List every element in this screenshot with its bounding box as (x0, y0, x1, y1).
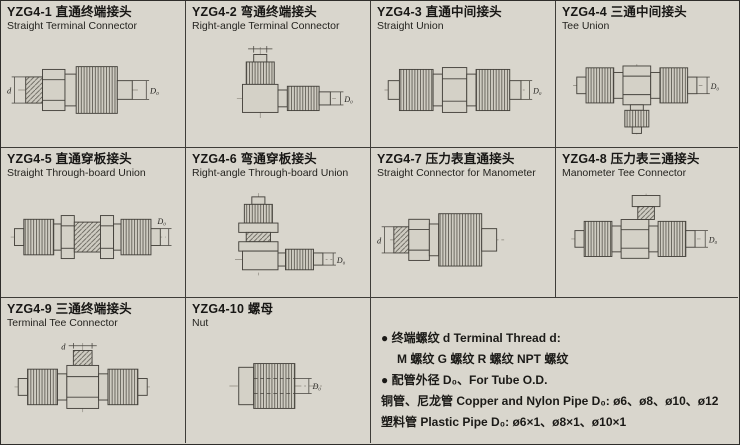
title-cn: 直通穿板接头 (55, 152, 132, 166)
note-line-copper-nylon: 铜管、尼龙管 Copper and Nylon Pipe D₀: ø6、ø8、ø… (381, 394, 719, 408)
cell-yzg4-6: YZG4-6 弯通穿板接头 Right-angle Through-board … (186, 148, 371, 298)
title-en: Tee Union (562, 20, 610, 33)
fitting-drawing: d (14, 343, 153, 413)
model-code: YZG4-7 (377, 152, 422, 166)
cell-yzg4-5: YZG4-5 直通穿板接头 Straight Through-board Uni… (1, 148, 186, 298)
dim-label-do: D₀ (149, 86, 159, 95)
note-line-thread-types: M 螺纹 G 螺纹 R 螺纹 NPT 螺纹 (397, 352, 569, 366)
dim-label-do: D₀ (710, 82, 720, 91)
model-code: YZG4-4 (562, 5, 607, 19)
title-cn: 三通中间接头 (610, 5, 687, 19)
dim-label-do: D₀ (343, 95, 353, 104)
fitting-drawing: D₀ (229, 363, 323, 410)
notes-panel: ● 终端螺纹 d Terminal Thread d: M 螺纹 G 螺纹 R … (371, 298, 738, 443)
cell-title: YZG4-4 三通中间接头 Tee Union (562, 5, 732, 32)
dim-label-d: d (7, 86, 12, 95)
title-en: Straight Connector for Manometer (377, 167, 536, 180)
drawing-right-angle-terminal-connector: D₀ (192, 32, 364, 147)
model-code: YZG4-1 (7, 5, 52, 19)
title-en: Straight Terminal Connector (7, 20, 137, 33)
fitting-drawing: D₀ (10, 215, 172, 260)
drawing-straight-union: D₀ (377, 32, 549, 147)
dim-label-do: D₀ (157, 217, 167, 226)
title-en: Right-angle Terminal Connector (192, 20, 340, 33)
title-en: Right-angle Through-board Union (192, 167, 349, 180)
cell-title: YZG4-5 直通穿板接头 Straight Through-board Uni… (7, 152, 179, 179)
cell-yzg4-2: YZG4-2 弯通终端接头 Right-angle Terminal Conne… (186, 1, 371, 148)
title-cn: 三通终端接头 (55, 302, 132, 316)
drawing-manometer-tee-connector: D₀ (562, 179, 732, 297)
model-code: YZG4-10 (192, 302, 245, 316)
drawing-straight-through-board-union: D₀ (7, 179, 179, 297)
fitting-drawing: D₀ (573, 63, 720, 135)
model-code: YZG4-9 (7, 302, 52, 316)
title-cn: 压力表三通接头 (610, 152, 700, 166)
title-en: Terminal Tee Connector (7, 317, 118, 330)
cell-title: YZG4-9 三通终端接头 Terminal Tee Connector (7, 302, 179, 329)
dim-label-do: D₀ (312, 382, 322, 391)
fitting-drawing: D₀ (235, 193, 346, 276)
dim-label-do: D₀ (708, 236, 718, 245)
fitting-drawing: D₀ (571, 193, 718, 260)
cell-yzg4-1: YZG4-1 直通终端接头 Straight Terminal Connecto… (1, 1, 186, 148)
fitting-drawing: d (377, 213, 505, 267)
fitting-drawing: D₀ (236, 45, 353, 118)
cell-yzg4-4: YZG4-4 三通中间接头 Tee Union (556, 1, 738, 148)
dim-label-do: D₀ (532, 86, 542, 95)
title-cn: 直通中间接头 (425, 5, 502, 19)
dim-label-d: d (61, 343, 66, 352)
cell-title: YZG4-7 压力表直通接头 Straight Connector for Ma… (377, 152, 549, 179)
title-en: Straight Union (377, 20, 444, 33)
cell-title: YZG4-6 弯通穿板接头 Right-angle Through-board … (192, 152, 364, 179)
title-cn: 弯通终端接头 (240, 5, 317, 19)
cell-title: YZG4-2 弯通终端接头 Right-angle Terminal Conne… (192, 5, 364, 32)
dim-label-do: D₀ (336, 256, 346, 265)
title-cn: 螺母 (247, 302, 274, 316)
model-code: YZG4-6 (192, 152, 237, 166)
model-code: YZG4-8 (562, 152, 607, 166)
cell-title: YZG4-8 压力表三通接头 Manometer Tee Connector (562, 152, 732, 179)
note-line-plastic: 塑料管 Plastic Pipe D₀: ø6×1、ø8×1、ø10×1 (381, 415, 627, 429)
cell-yzg4-9: YZG4-9 三通终端接头 Terminal Tee Connector (1, 298, 186, 443)
title-cn: 直通终端接头 (55, 5, 132, 19)
cell-yzg4-8: YZG4-8 压力表三通接头 Manometer Tee Connector (556, 148, 738, 298)
title-en: Nut (192, 317, 209, 330)
fitting-drawing: d D₀ (7, 65, 159, 114)
cell-title: YZG4-1 直通终端接头 Straight Terminal Connecto… (7, 5, 179, 32)
title-en: Manometer Tee Connector (562, 167, 687, 180)
cell-yzg4-10: YZG4-10 螺母 Nut D₀ (186, 298, 371, 443)
drawing-straight-terminal-connector: d D₀ (7, 32, 179, 147)
drawing-straight-connector-for-manometer: d (377, 179, 549, 297)
model-code: YZG4-3 (377, 5, 422, 19)
drawing-terminal-tee-connector: d (7, 329, 179, 443)
model-code: YZG4-5 (7, 152, 52, 166)
title-cn: 弯通穿板接头 (240, 152, 317, 166)
drawing-nut: D₀ (192, 329, 364, 443)
fitting-drawing: D₀ (384, 66, 542, 113)
cell-title: YZG4-10 螺母 Nut (192, 302, 364, 329)
model-code: YZG4-2 (192, 5, 237, 19)
note-line-tube-od: ● 配管外径 D₀、For Tube O.D. (381, 373, 548, 387)
drawing-tee-union: D₀ (562, 32, 732, 147)
cell-yzg4-3: YZG4-3 直通中间接头 Straight Union (371, 1, 556, 148)
cell-yzg4-7: YZG4-7 压力表直通接头 Straight Connector for Ma… (371, 148, 556, 298)
cell-title: YZG4-3 直通中间接头 Straight Union (377, 5, 549, 32)
title-en: Straight Through-board Union (7, 167, 146, 180)
drawing-right-angle-through-board-union: D₀ (192, 179, 364, 297)
note-line-terminal-thread: ● 终端螺纹 d Terminal Thread d: (381, 331, 561, 345)
title-cn: 压力表直通接头 (425, 152, 515, 166)
dim-label-d: d (377, 237, 382, 246)
